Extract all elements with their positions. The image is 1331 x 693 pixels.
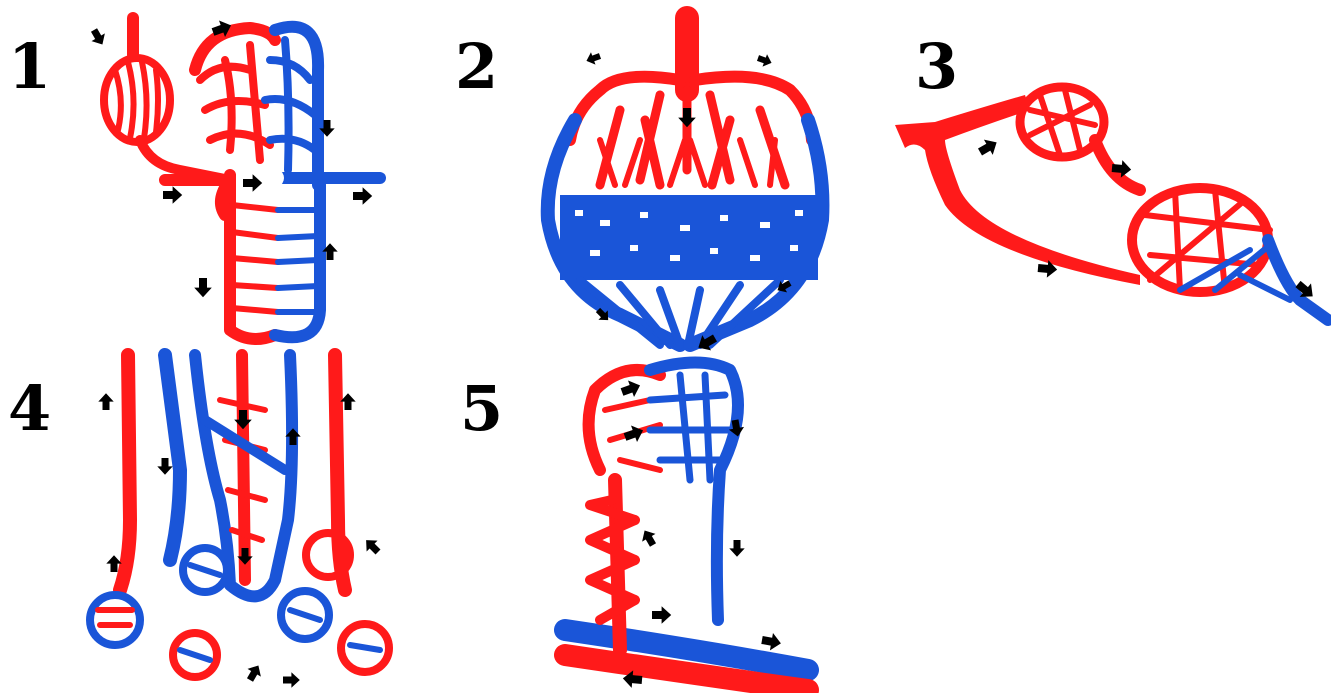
arrow-icon [678, 108, 696, 127]
arrow-icon [652, 606, 671, 624]
arrow-icon [729, 540, 744, 557]
arrow-icon [283, 672, 300, 687]
arrow-icon [760, 631, 782, 652]
arrow-icon [243, 662, 265, 684]
arrow-icon [584, 50, 602, 67]
arrow-icon [353, 187, 372, 205]
arrow-icon [622, 422, 646, 445]
panel-2-label: 2 [455, 30, 498, 103]
panel-3-label: 3 [915, 30, 958, 103]
arrow-icon [194, 278, 212, 297]
arrow-icon [361, 535, 384, 558]
arrow-icon [163, 186, 182, 204]
panel-4-label: 4 [8, 372, 51, 445]
arrow-icon [157, 458, 172, 475]
arrow-icon [976, 135, 1001, 160]
panel-2: 2 [455, 18, 822, 355]
arrow-icon [619, 377, 643, 400]
panel-1: 1 [8, 17, 380, 339]
arrow-icon [98, 393, 113, 410]
arrow-icon [638, 527, 660, 549]
panel-3: 3 [895, 30, 1328, 320]
panel-4: 4 [8, 355, 389, 688]
arrow-icon [87, 26, 109, 48]
panel-1-label: 1 [8, 30, 51, 103]
panel-5: 5 [460, 363, 808, 691]
panel-5-label: 5 [460, 372, 503, 445]
arrow-icon [756, 52, 774, 69]
